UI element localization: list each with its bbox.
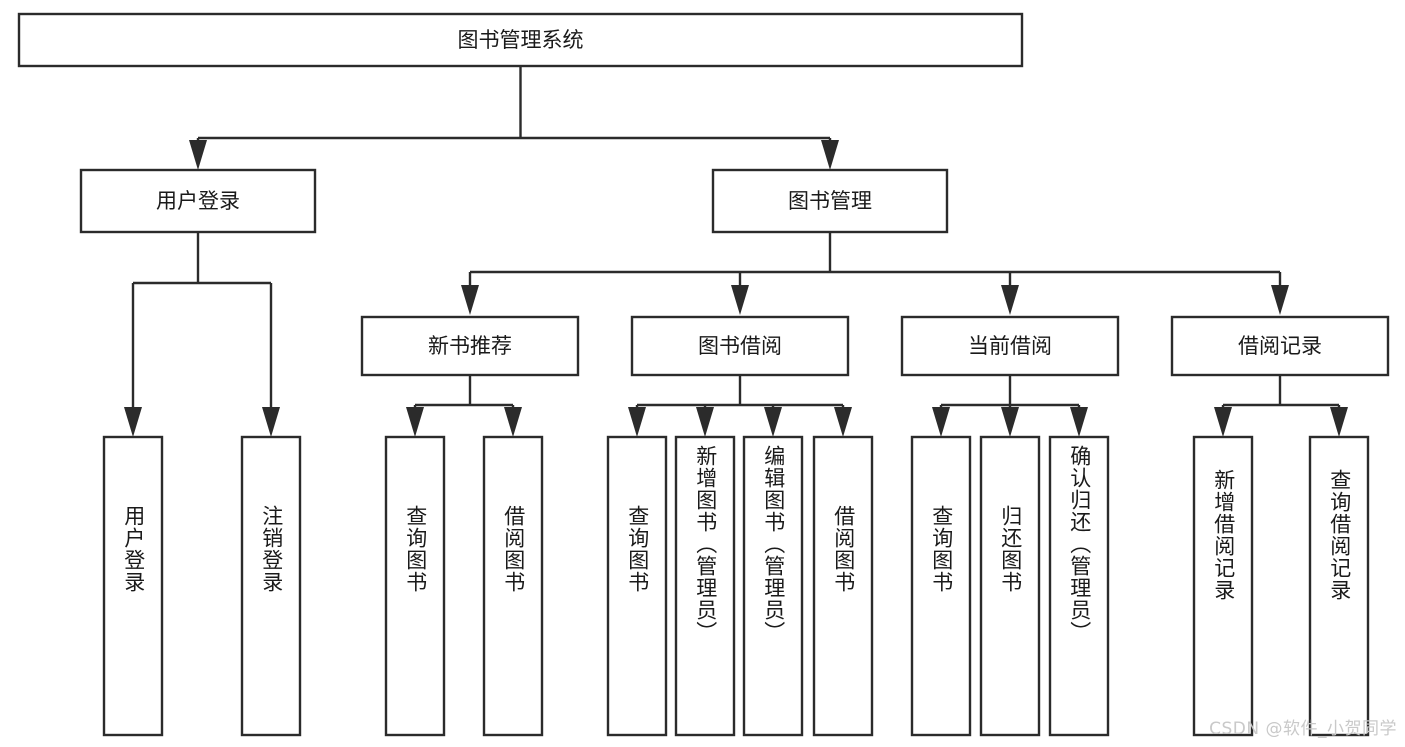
node-root-box[interactable]	[17, 12, 1024, 68]
node-new-book-recommend-label: 新书推荐	[428, 334, 512, 358]
node-current-borrow-label: 当前借阅	[968, 334, 1052, 358]
arrowhead-user-login	[189, 140, 207, 170]
node-borrow-record-box[interactable]	[1170, 315, 1390, 377]
node-borrow-record-label: 借阅记录	[1238, 334, 1322, 358]
node-leaf-query-book-3-box[interactable]	[910, 435, 972, 737]
node-leaf-add-book-box[interactable]	[674, 435, 736, 737]
node-leaf-add-record-box[interactable]	[1192, 435, 1254, 737]
node-new-book-recommend-box[interactable]	[360, 315, 580, 377]
arrowhead-book-management	[821, 140, 839, 170]
arrowhead-leaf-query-book-1	[406, 407, 424, 437]
arrowhead-current-borrow	[1001, 285, 1019, 315]
node-leaf-edit-book-box[interactable]	[742, 435, 804, 737]
node-user-login-box[interactable]	[79, 168, 317, 234]
node-leaf-user-login-box[interactable]	[102, 435, 164, 737]
arrowhead-leaf-query-record	[1330, 407, 1348, 437]
node-leaf-logout-login-box[interactable]	[240, 435, 302, 737]
node-leaf-borrow-book-2-box[interactable]	[812, 435, 874, 737]
node-book-borrow-label: 图书借阅	[698, 334, 782, 358]
arrowhead-leaf-borrow-book-1	[504, 407, 522, 437]
node-leaf-query-book-1-box[interactable]	[384, 435, 446, 737]
arrowhead-leaf-borrow-book-2	[834, 407, 852, 437]
arrowhead-leaf-return-book	[1001, 407, 1019, 437]
arrowhead-borrow-record	[1271, 285, 1289, 315]
node-current-borrow-box[interactable]	[900, 315, 1120, 377]
arrowhead-leaf-edit-book	[764, 407, 782, 437]
arrowhead-leaf-query-book-3	[932, 407, 950, 437]
node-book-borrow-box[interactable]	[630, 315, 850, 377]
node-layer: 图书管理系统 用户登录 图书管理 新书推荐 图书借阅 当前借阅 借阅记录	[17, 12, 1390, 737]
node-leaf-return-book-box[interactable]	[979, 435, 1041, 737]
node-leaf-query-record-box[interactable]	[1308, 435, 1370, 737]
node-book-management-box[interactable]	[711, 168, 949, 234]
node-root-label: 图书管理系统	[458, 28, 584, 52]
node-leaf-query-book-2-box[interactable]	[606, 435, 668, 737]
arrowhead-leaf-confirm-return	[1070, 407, 1088, 437]
arrowhead-leaf-add-record	[1214, 407, 1232, 437]
arrowhead-book-borrow	[731, 285, 749, 315]
arrowhead-leaf-query-book-2	[628, 407, 646, 437]
node-user-login-label: 用户登录	[156, 189, 240, 213]
node-leaf-borrow-book-1-box[interactable]	[482, 435, 544, 737]
node-book-management-label: 图书管理	[788, 189, 872, 213]
arrowhead-leaf-add-book	[696, 407, 714, 437]
node-leaf-confirm-return-box[interactable]	[1048, 435, 1110, 737]
arrowhead-leaf-logout-login	[262, 407, 280, 437]
connector-layer	[124, 66, 1348, 437]
arrowhead-new-book-recommend	[461, 285, 479, 315]
arrowhead-leaf-user-login	[124, 407, 142, 437]
